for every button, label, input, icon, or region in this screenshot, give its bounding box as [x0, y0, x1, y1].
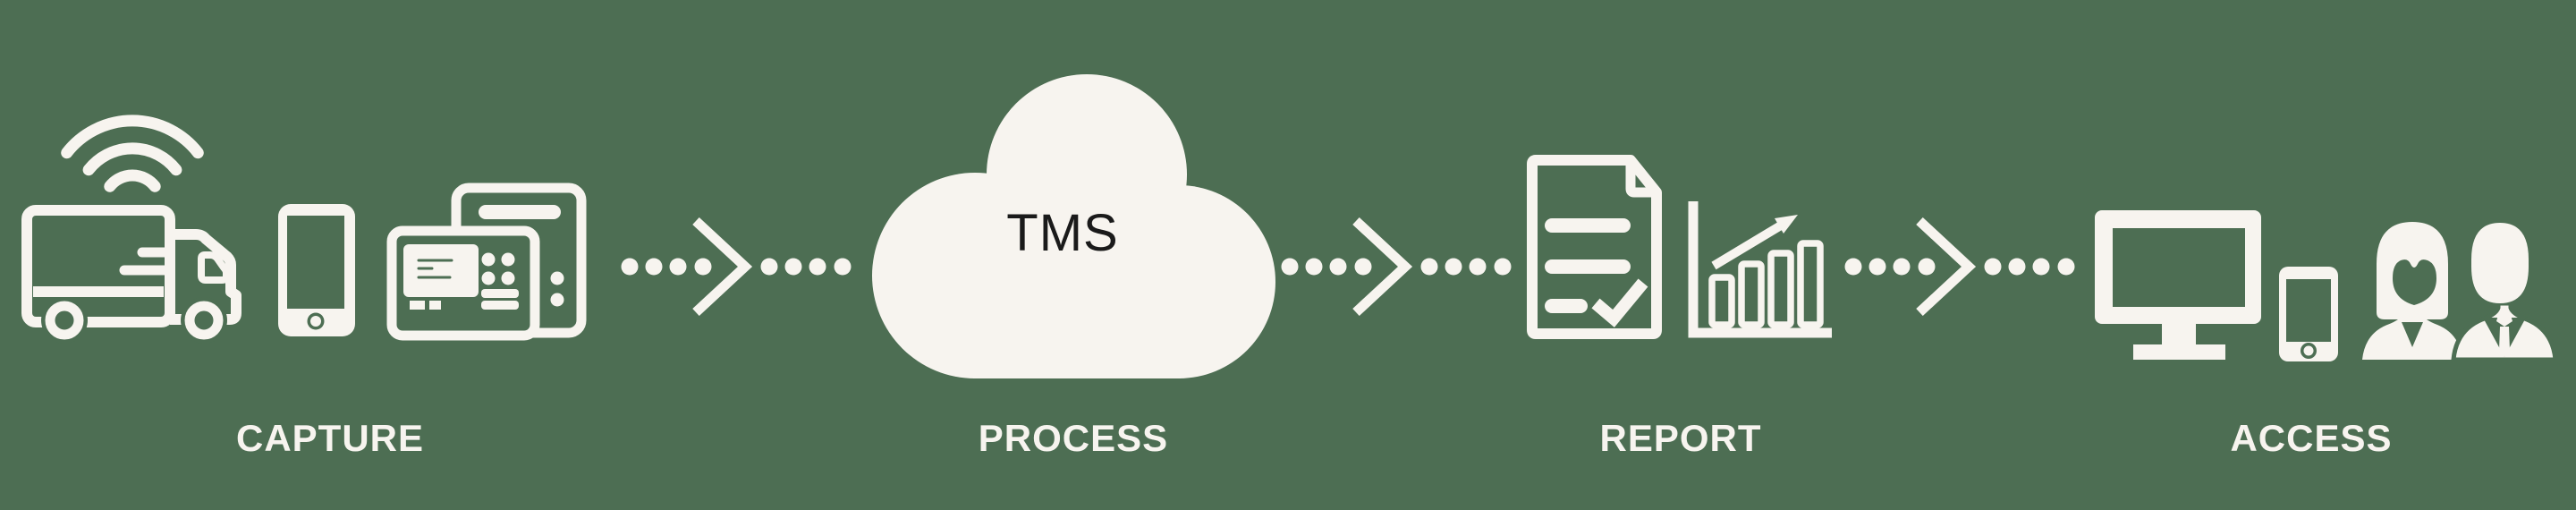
- cloud-system-name: TMS: [1006, 204, 1119, 262]
- growth-bar-chart-icon: [1688, 201, 1832, 338]
- female-user-icon: [2362, 222, 2462, 360]
- stage-label-access: ACCESS: [2230, 417, 2393, 459]
- chevron-icon: [692, 217, 753, 316]
- telematics-terminal-icon: [386, 183, 587, 341]
- smartphone-icon: [278, 204, 355, 336]
- dotted-arrow-process-to-report: [1281, 217, 1512, 316]
- desktop-monitor-icon: [2095, 210, 2261, 360]
- stage-label-process: PROCESS: [978, 417, 1169, 459]
- wifi-signal-icon: [61, 115, 204, 192]
- users-icon: [2362, 222, 2554, 362]
- document-checklist-icon: [1527, 155, 1662, 339]
- checkmark-icon: [1591, 278, 1648, 327]
- male-user-icon: [2451, 223, 2554, 362]
- trend-arrow-icon: [1711, 221, 1784, 270]
- tie-icon: [2496, 315, 2512, 327]
- dotted-arrow-report-to-access: [1844, 217, 2075, 316]
- stage-label-report: REPORT: [1599, 417, 1762, 459]
- delivery-truck-icon: [21, 205, 242, 344]
- stage-label-capture: CAPTURE: [235, 417, 424, 459]
- dotted-arrow-capture-to-process: [621, 217, 852, 316]
- cloud-icon: [872, 74, 1275, 378]
- chevron-icon: [1916, 217, 1977, 316]
- mobile-phone-icon: [2279, 267, 2338, 361]
- delivery-truck-wifi-icon: [21, 115, 242, 344]
- chevron-icon: [1352, 217, 1413, 316]
